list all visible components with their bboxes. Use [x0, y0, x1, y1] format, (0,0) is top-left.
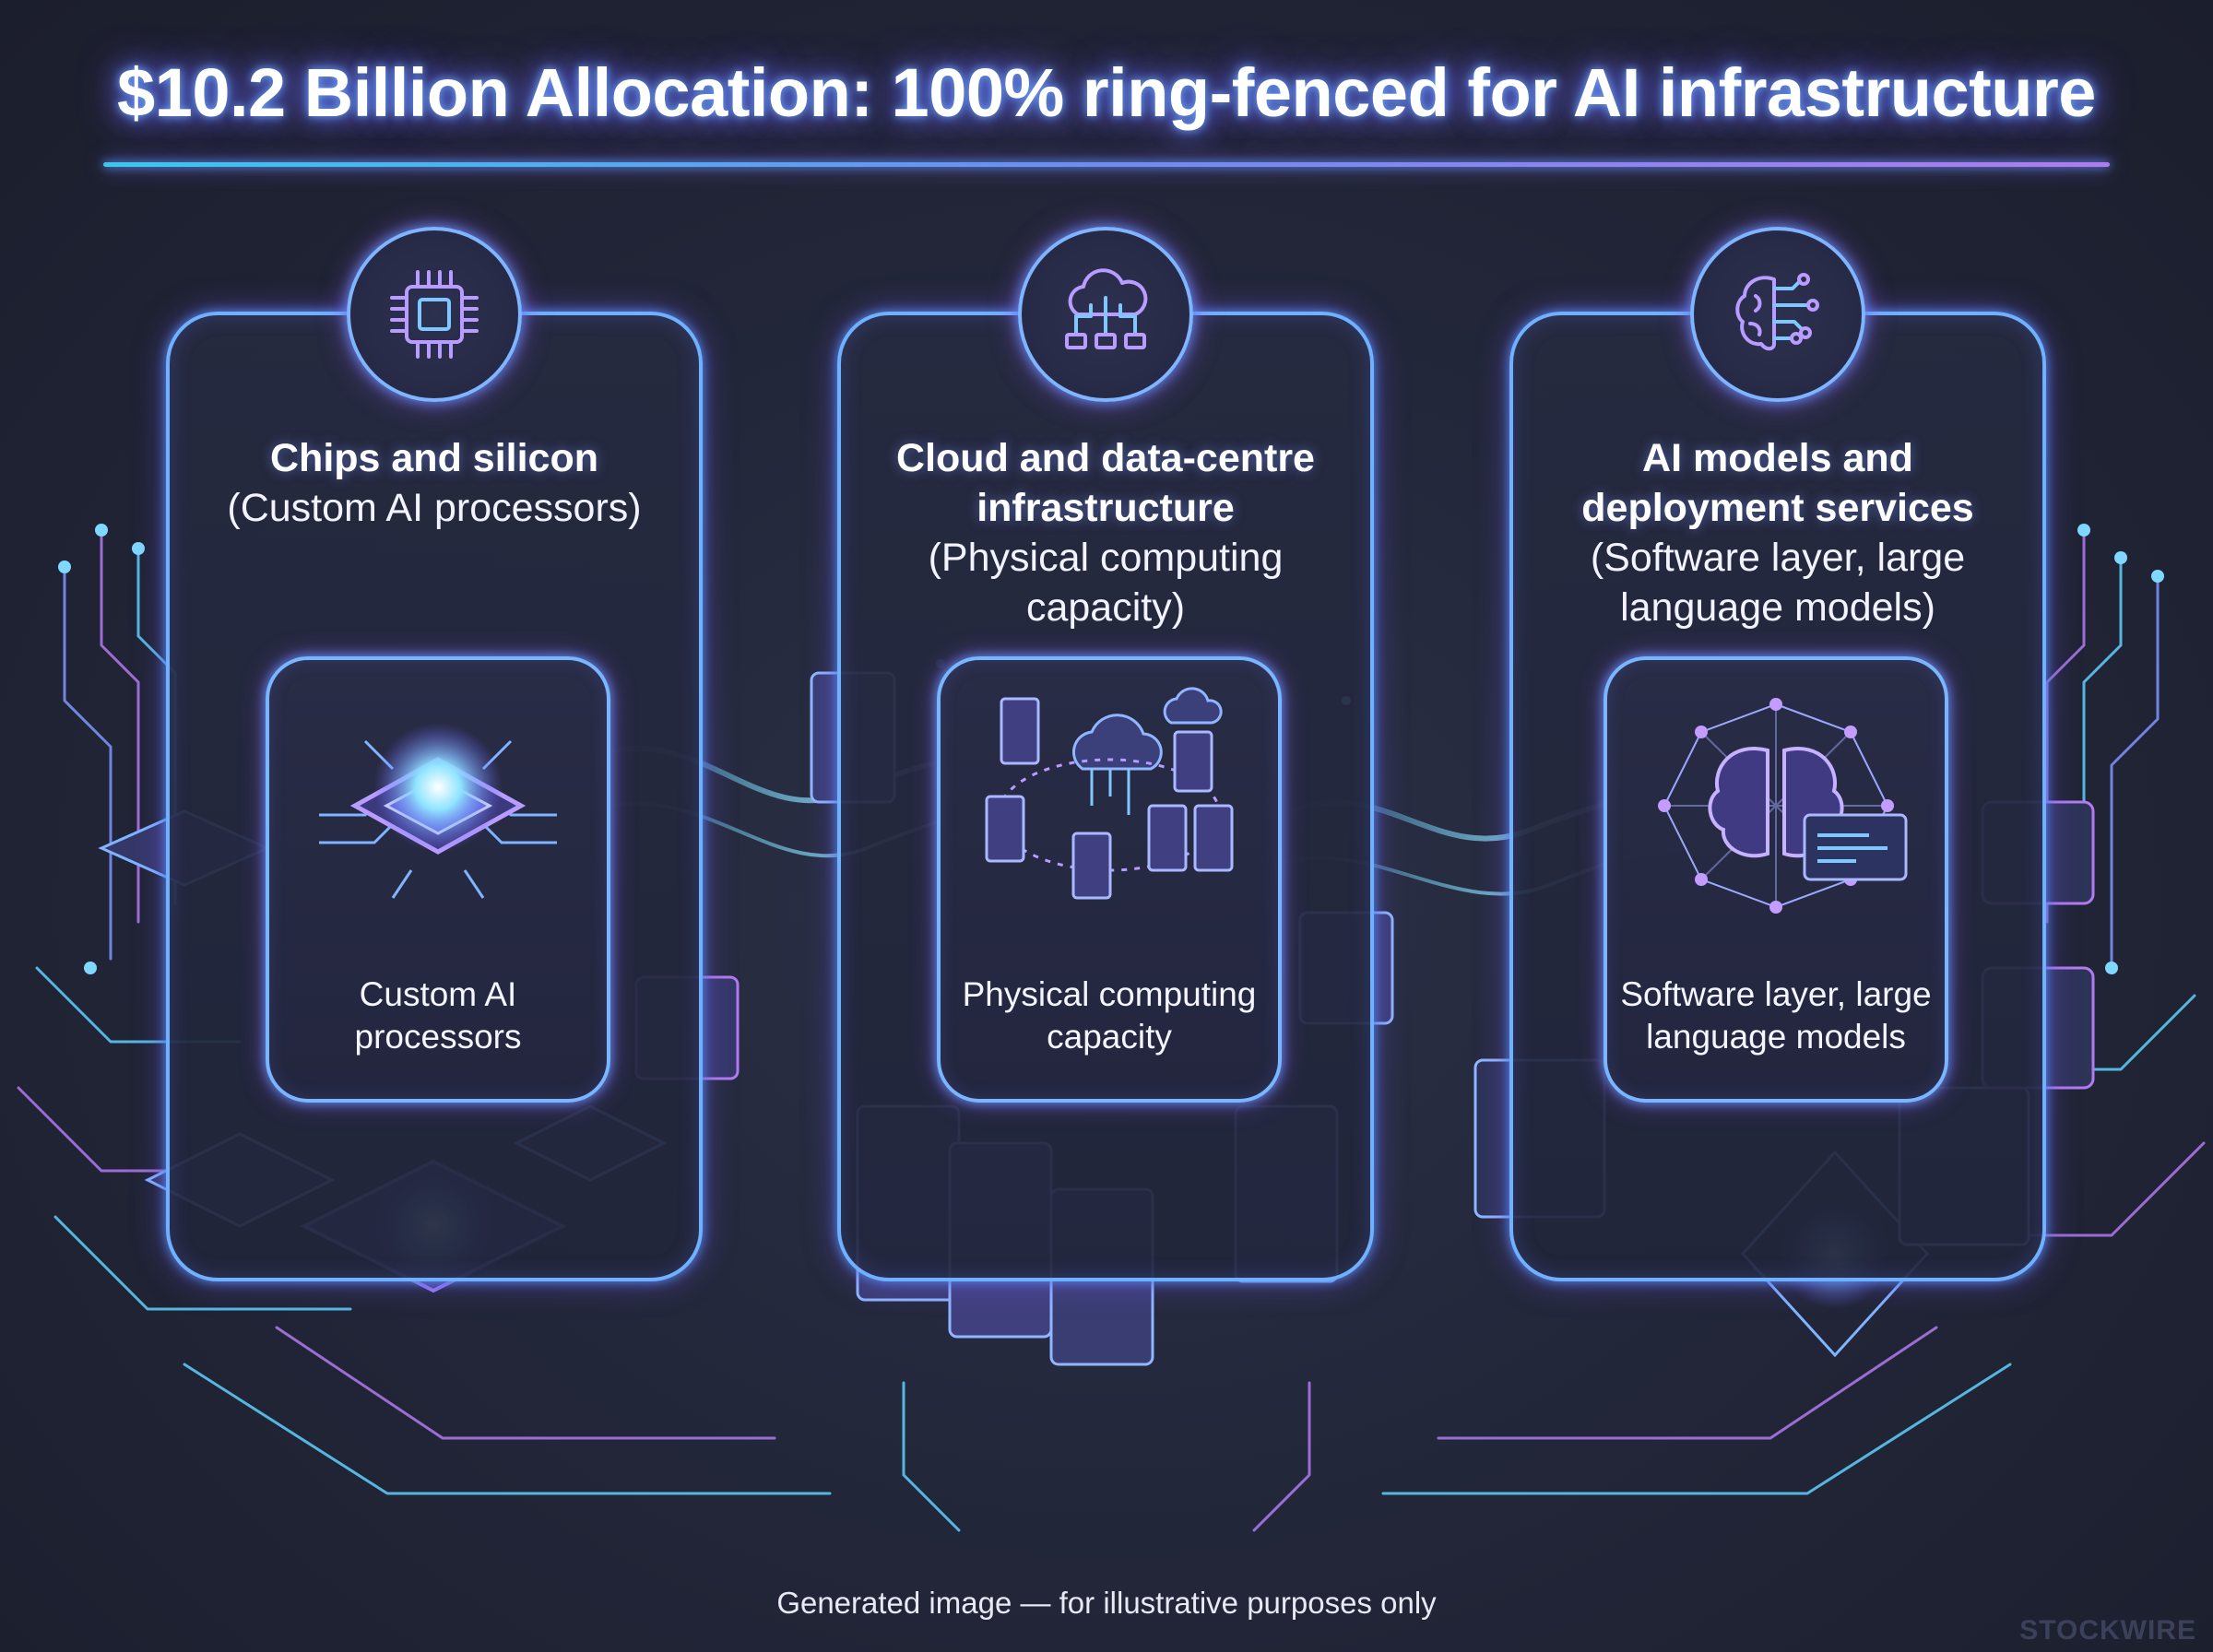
card-label: Physical computing capacity: [950, 974, 1269, 1058]
panel-subtitle: (Software layer, large: [1590, 536, 1966, 580]
panel-heading: Cloud and data-centre infrastructure (Ph…: [859, 433, 1352, 632]
processor-illustration: [319, 723, 557, 899]
panel-subtitle: (Physical computing: [928, 536, 1284, 580]
card-label-line: Software layer, large: [1620, 975, 1932, 1013]
watermark-logo: STOCKWIRE: [2019, 1615, 2196, 1646]
inner-card: Physical computing capacity: [937, 656, 1282, 1103]
panel-heading: AI models and deployment services (Softw…: [1532, 433, 2024, 632]
panel-heading: Chips and silicon (Custom AI processors): [188, 433, 680, 533]
card-label-line: capacity: [1047, 1018, 1172, 1056]
chip-icon: [347, 227, 522, 402]
disclaimer-footer: Generated image — for illustrative purpo…: [776, 1586, 1437, 1620]
panel-title: Cloud and data-centre: [896, 436, 1315, 480]
panel-ai-models-and-deployment: AI models and deployment services (Softw…: [1509, 227, 2046, 1281]
title-divider: [103, 162, 2110, 167]
panel-subtitle: language models): [1620, 585, 1935, 630]
cloud-network-icon: [1018, 227, 1193, 402]
datacentre-illustration: [985, 687, 1234, 900]
card-label-line: Custom AI: [359, 975, 517, 1013]
card-label: Software layer, large language models: [1616, 974, 1935, 1058]
inner-card: Software layer, large language models: [1604, 656, 1948, 1103]
panel-title: Chips and silicon: [270, 436, 598, 480]
card-label-line: Physical computing: [962, 975, 1257, 1013]
inner-card: Custom AI processors: [266, 656, 610, 1103]
card-label-line: processors: [354, 1018, 522, 1056]
panel-title: deployment services: [1581, 486, 1974, 530]
panel-cloud-and-data-centre: Cloud and data-centre infrastructure (Ph…: [837, 227, 1374, 1281]
card-label: Custom AI processors: [278, 974, 598, 1058]
panel-subtitle: (Custom AI processors): [227, 486, 642, 530]
page-title: $10.2 Billion Allocation: 100% ring-fenc…: [117, 54, 2096, 131]
panel-subtitle: capacity): [1025, 585, 1186, 630]
panel-title: infrastructure: [976, 486, 1235, 530]
panel-chips-and-silicon: Chips and silicon (Custom AI processors)…: [166, 227, 703, 1281]
ai-model-illustration: [1658, 698, 1908, 914]
card-label-line: language models: [1646, 1018, 1906, 1056]
brain-circuit-icon: [1690, 227, 1865, 402]
panel-title: AI models and: [1642, 436, 1913, 480]
